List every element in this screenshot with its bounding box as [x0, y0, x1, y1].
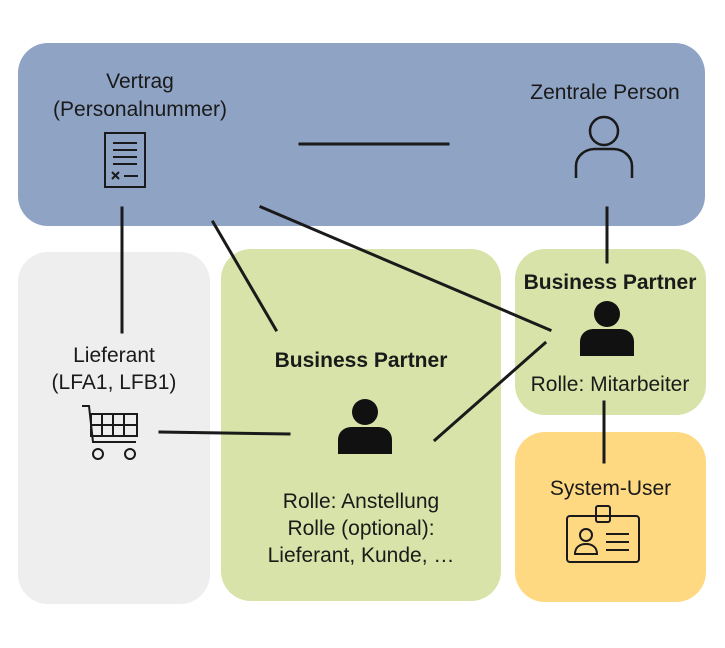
- business-partner-title: Business Partner: [274, 349, 448, 372]
- connector-supplier-bp: [158, 430, 291, 436]
- contract-document-icon: [104, 132, 146, 188]
- system-user-label: System-User: [549, 477, 672, 500]
- business-partner-employee-title: Business Partner: [523, 271, 697, 294]
- id-badge-icon: [566, 505, 640, 563]
- business-partner-panel: [221, 249, 501, 601]
- contract-title: Vertrag: [106, 70, 174, 93]
- contract-subtitle: (Personalnummer): [53, 98, 227, 121]
- business-partner-role-3: Lieferant, Kunde, …: [267, 544, 455, 567]
- person-filled-icon: [338, 399, 392, 454]
- central-person-label: Zentrale Person: [530, 81, 680, 104]
- business-partner-role-2: Rolle (optional):: [287, 517, 435, 540]
- person-outline-icon: [574, 115, 634, 178]
- business-partner-employee-role: Rolle: Mitarbeiter: [530, 373, 690, 396]
- supplier-title: Lieferant: [73, 344, 155, 367]
- business-partner-role-1: Rolle: Anstellung: [282, 490, 440, 513]
- shopping-cart-icon: [82, 405, 138, 460]
- person-filled-icon: [580, 301, 634, 356]
- connector-contract-bp-employee: [259, 205, 552, 332]
- connector-contract-bp: [210, 219, 279, 333]
- connector-bp-bp-employee: [432, 340, 548, 443]
- supplier-tables: (LFA1, LFB1): [51, 371, 177, 394]
